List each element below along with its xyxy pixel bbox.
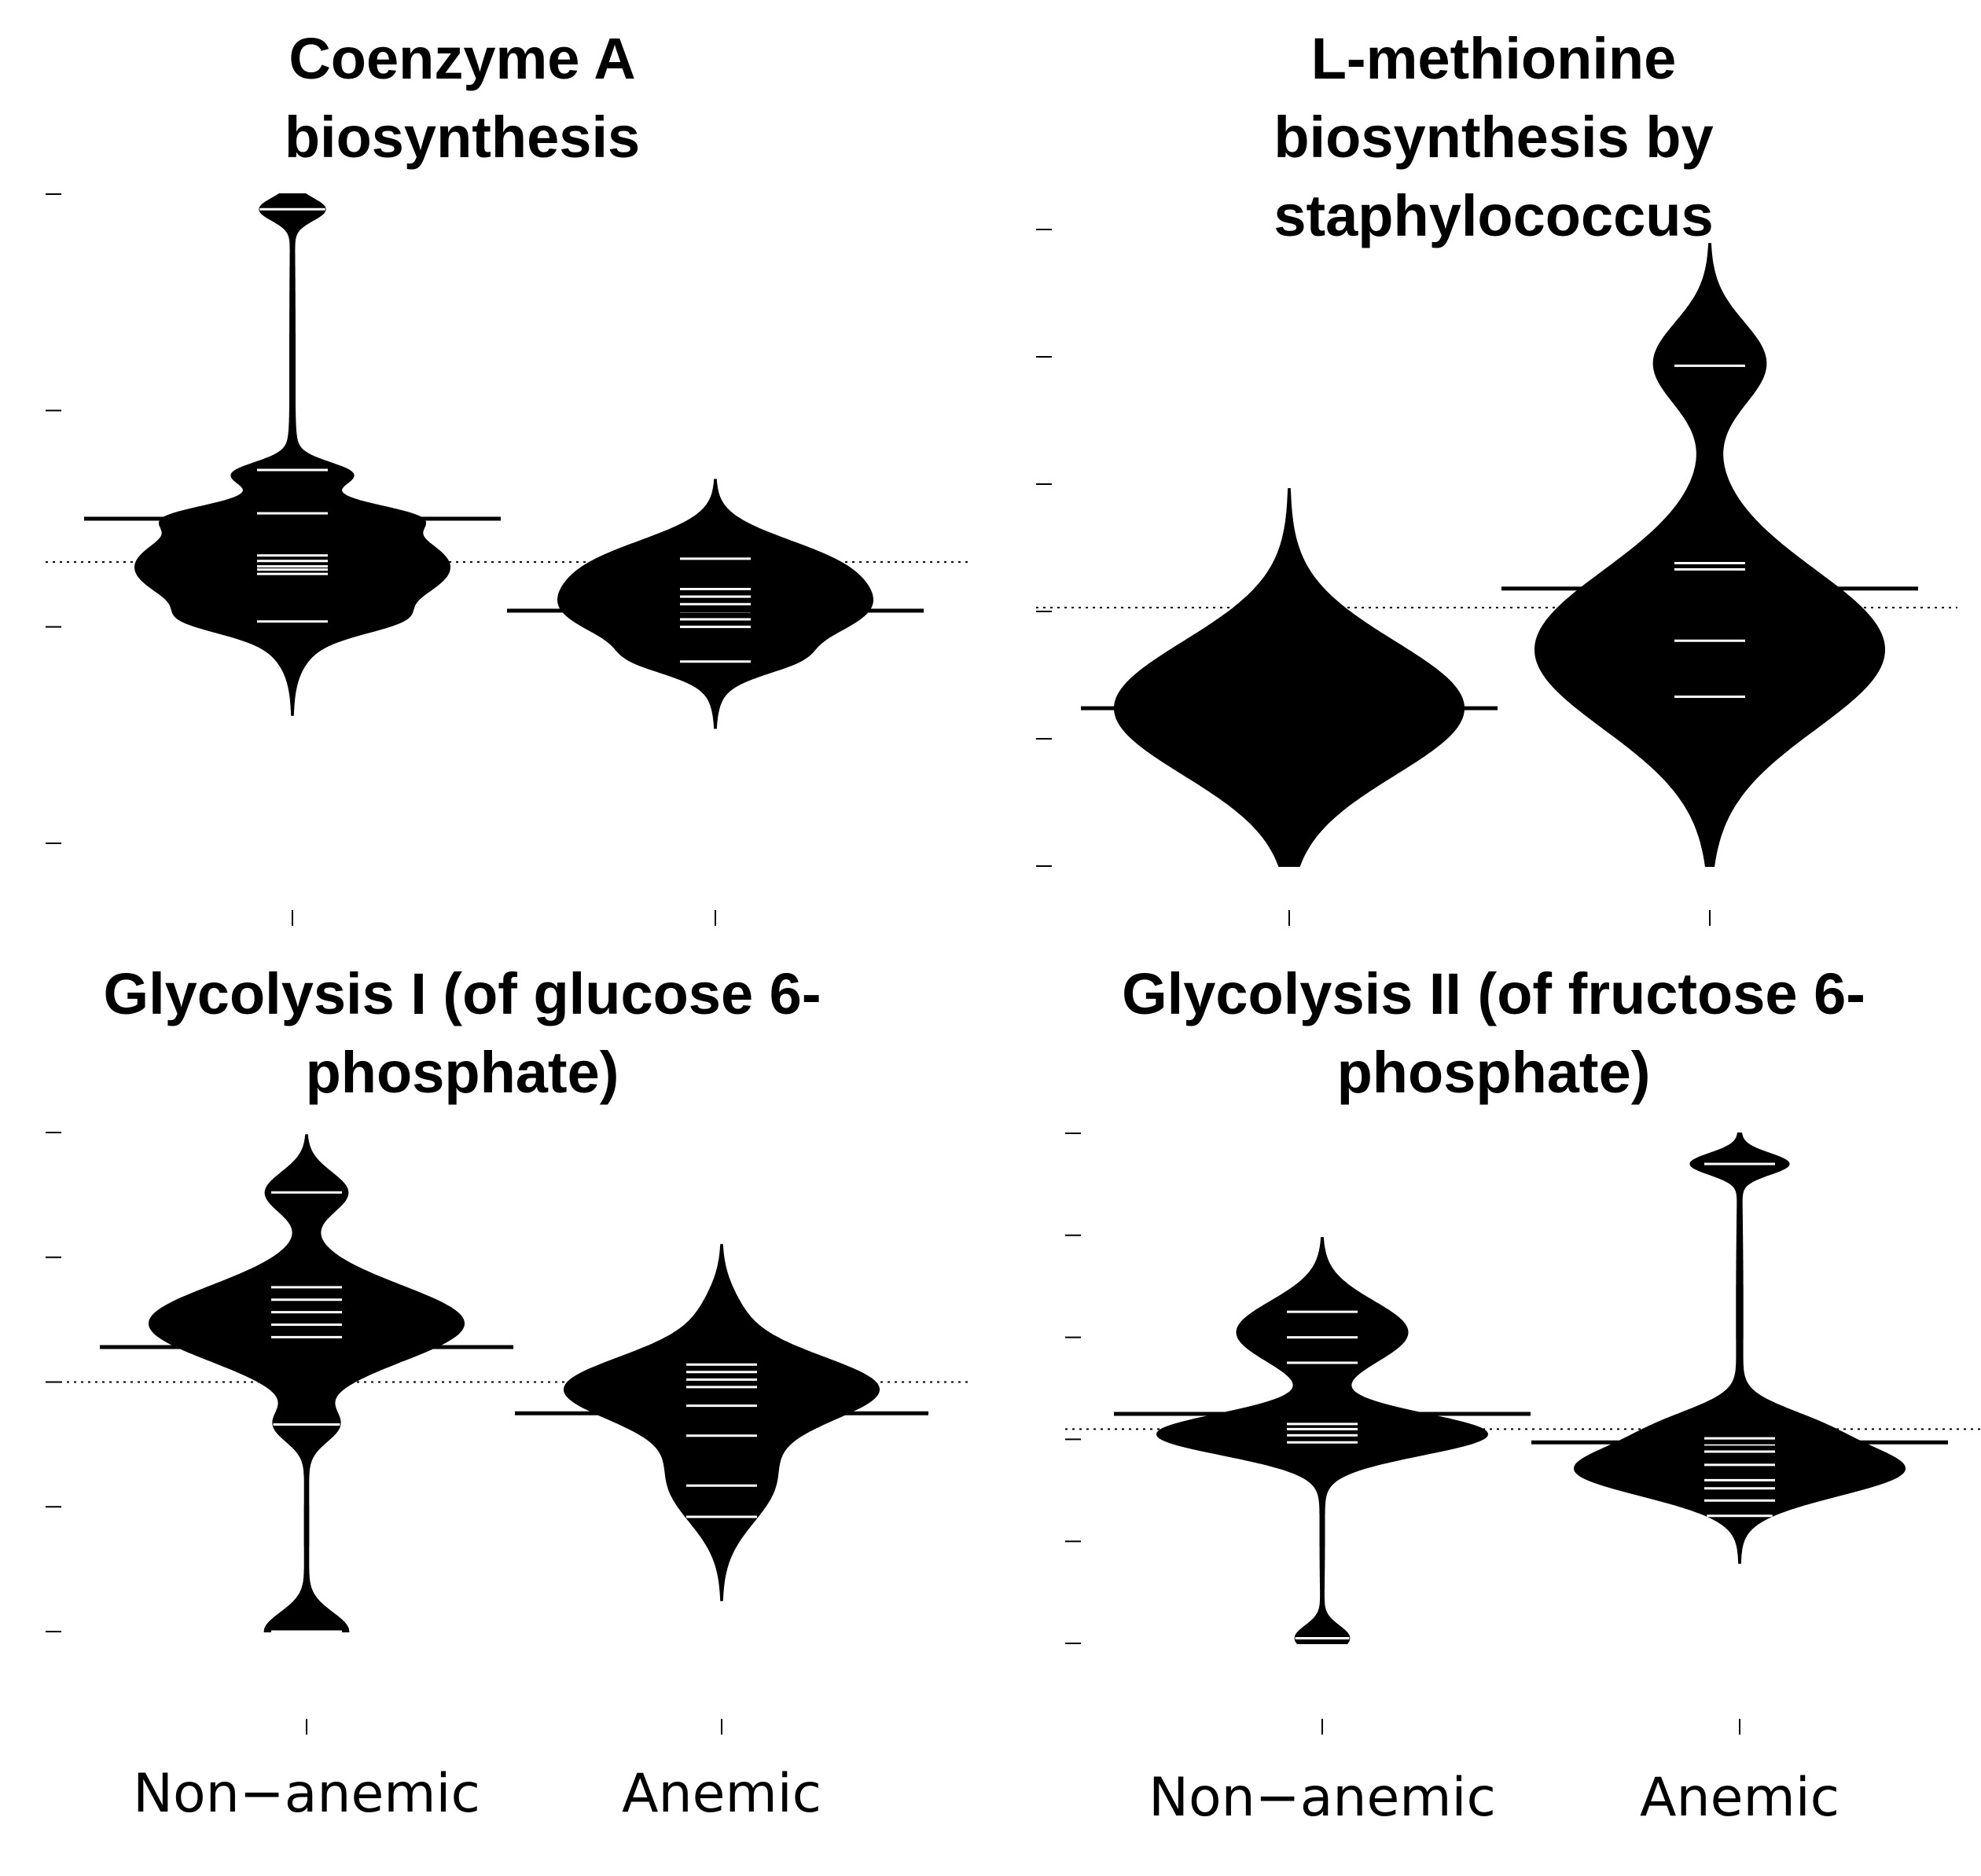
panel-title: Coenzyme A xyxy=(289,26,635,91)
panel-title: phosphate) xyxy=(306,1040,619,1105)
panel-2: L-methionine biosynthesis by staphylococcu… xyxy=(1036,26,1957,926)
x-tick-label: Anemic xyxy=(1640,1767,1840,1829)
panel-title: staphylococcus xyxy=(1274,183,1713,248)
x-tick-label: Non−anemic xyxy=(133,1763,480,1825)
panel-title: Glycolysis II (of fructose 6- xyxy=(1122,961,1865,1026)
bean-density-2 xyxy=(563,1243,880,1602)
bean-density-1 xyxy=(148,1134,465,1632)
panel-title: biosynthesis xyxy=(285,105,640,170)
bean-density-1 xyxy=(1114,488,1465,867)
panel-title: phosphate) xyxy=(1337,1040,1651,1105)
panel-4: Glycolysis II (of fructose 6- phosphate) N… xyxy=(1065,961,1981,1829)
panel-title: Glycolysis I (of glucose 6- xyxy=(104,961,821,1026)
panel-1: Coenzyme A biosynthesis xyxy=(46,26,968,926)
bean-density-2 xyxy=(1573,1133,1906,1564)
bean-density-1 xyxy=(1156,1237,1489,1644)
bean-density-1 xyxy=(134,193,451,716)
x-tick-label: Anemic xyxy=(622,1763,821,1825)
bean-density-2 xyxy=(1534,243,1885,867)
panel-title: L-methionine xyxy=(1311,26,1677,91)
panel-title: biosynthesis by xyxy=(1274,105,1713,170)
x-tick-label: Non−anemic xyxy=(1149,1767,1496,1829)
panel-3: Glycolysis I (of glucose 6- phosphate) Non… xyxy=(46,961,968,1825)
